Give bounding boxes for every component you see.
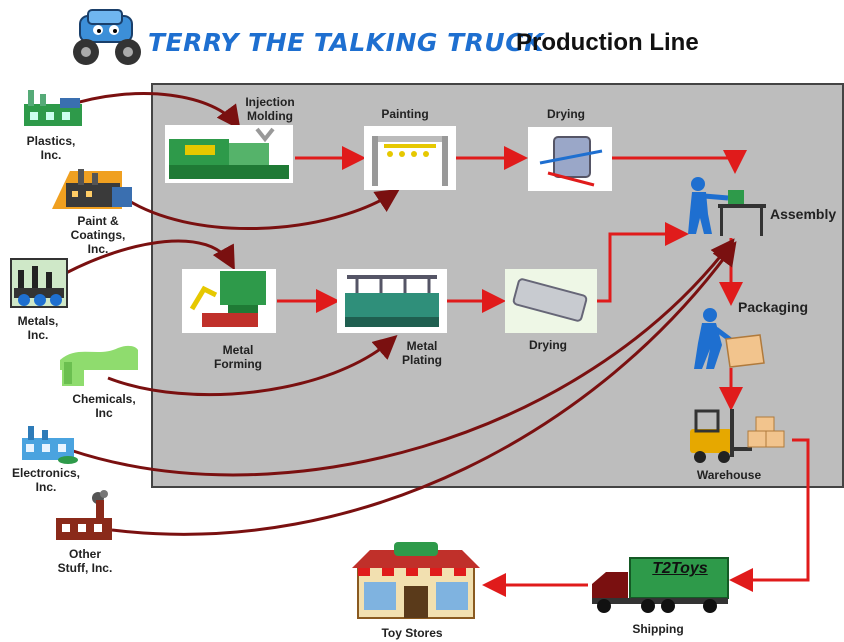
metals-factory-icon [10, 258, 68, 308]
painting-booth-icon [364, 126, 456, 190]
warehouse-forklift-icon [686, 405, 792, 465]
supplier-chemicals-label: Chemicals, Inc [72, 392, 136, 420]
flow-drying2-to-assembly [597, 222, 689, 303]
electronics-factory-icon [18, 420, 78, 464]
truck-logo-icon [66, 4, 150, 72]
supply-plastics [65, 92, 241, 130]
packaging-worker-icon [688, 305, 768, 371]
metal-plating-machine-icon [337, 269, 447, 333]
supplier-plastics-label: Plastics, Inc. [26, 134, 76, 162]
stage-metal-plating-label: Metal Plating [401, 339, 442, 367]
supplier-paint-label: Paint & Coatings, Inc. [70, 214, 126, 256]
toy-store-icon [350, 540, 482, 620]
paint-factory-icon [52, 165, 134, 209]
chemicals-factory-icon [58, 340, 140, 388]
other-factory-icon [52, 490, 116, 542]
supply-metals [65, 239, 235, 275]
stage-painting-label: Painting [381, 107, 429, 121]
metal-forming-machine-icon [182, 269, 276, 333]
stage-packaging-label: Packaging [738, 299, 809, 315]
shipping-label: Shipping [632, 622, 684, 636]
drying-oven-bottom-icon [505, 269, 597, 333]
stage-drying-top-label: Drying [546, 107, 585, 121]
supply-chemicals [107, 335, 398, 397]
brand-title: TERRY THE TALKING TRUCK [148, 28, 544, 57]
page-title: Production Line [516, 29, 699, 56]
plastics-factory-icon [20, 86, 86, 128]
supplier-other-label: Other Stuff, Inc. [57, 547, 113, 575]
supply-other [111, 241, 737, 536]
toy-stores-label: Toy Stores [381, 626, 443, 640]
drying-oven-top-icon [528, 127, 612, 191]
flow-drying-to-assembly [612, 150, 747, 174]
supply-paint [119, 188, 401, 230]
stage-warehouse-label: Warehouse [696, 468, 762, 482]
stage-assembly-label: Assembly [770, 206, 837, 222]
supplier-metals-label: Metals, Inc. [17, 314, 59, 342]
truck-brand-label: T2Toys [652, 560, 708, 577]
assembly-worker-icon [684, 176, 770, 238]
injection-molding-machine-icon [165, 125, 293, 183]
flow-warehouse-to-shipping [729, 438, 810, 592]
stage-injection-molding-label: Injection Molding [245, 95, 295, 123]
supply-electronics [69, 238, 735, 477]
shipping-truck-icon [588, 554, 730, 616]
stage-metal-forming-label: Metal Forming [214, 343, 262, 371]
stage-drying-bottom-label: Drying [528, 338, 567, 352]
supplier-electronics-label: Electronics, Inc. [11, 466, 81, 494]
